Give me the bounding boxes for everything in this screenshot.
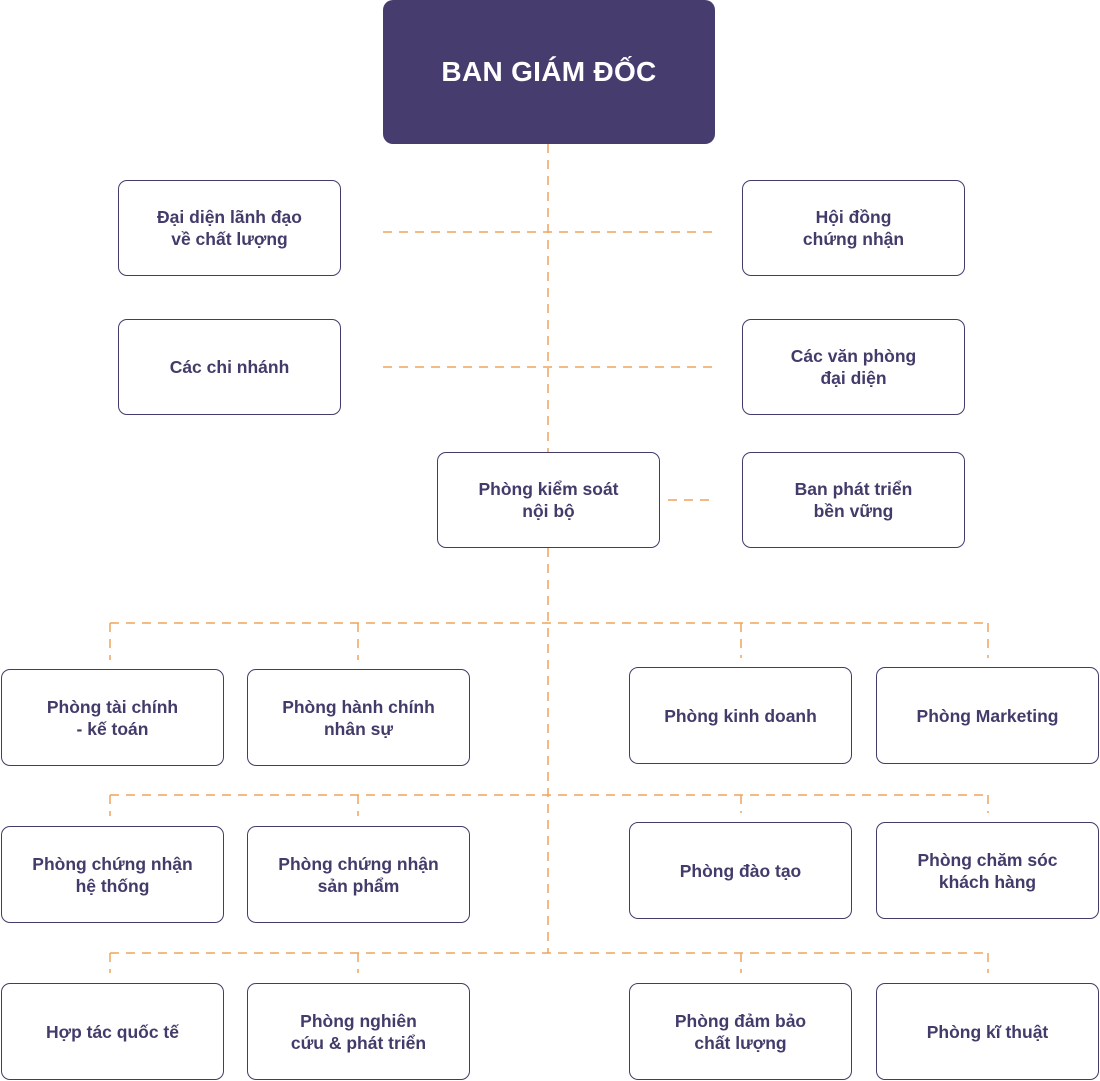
hr-department-box: Phòng hành chính nhân sự bbox=[247, 669, 470, 766]
finance-department-box: Phòng tài chính - kế toán bbox=[1, 669, 224, 766]
technical-department-box: Phòng kĩ thuật bbox=[876, 983, 1099, 1080]
board-of-directors-box: BAN GIÁM ĐỐC bbox=[383, 0, 715, 144]
marketing-department-box: Phòng Marketing bbox=[876, 667, 1099, 764]
research-development-box: Phòng nghiên cứu & phát triển bbox=[247, 983, 470, 1080]
certification-council-box: Hội đồng chứng nhận bbox=[742, 180, 965, 276]
system-certification-box: Phòng chứng nhận hệ thống bbox=[1, 826, 224, 923]
quality-assurance-box: Phòng đảm bảo chất lượng bbox=[629, 983, 852, 1080]
product-certification-box: Phòng chứng nhận sản phẩm bbox=[247, 826, 470, 923]
internal-control-box: Phòng kiểm soát nội bộ bbox=[437, 452, 660, 548]
international-cooperation-box: Hợp tác quốc tế bbox=[1, 983, 224, 1080]
customer-care-box: Phòng chăm sóc khách hàng bbox=[876, 822, 1099, 919]
branches-box: Các chi nhánh bbox=[118, 319, 341, 415]
representative-offices-box: Các văn phòng đại diện bbox=[742, 319, 965, 415]
training-department-box: Phòng đào tạo bbox=[629, 822, 852, 919]
sales-department-box: Phòng kinh doanh bbox=[629, 667, 852, 764]
sustainability-board-box: Ban phát triển bền vững bbox=[742, 452, 965, 548]
quality-representative-box: Đại diện lãnh đạo về chất lượng bbox=[118, 180, 341, 276]
